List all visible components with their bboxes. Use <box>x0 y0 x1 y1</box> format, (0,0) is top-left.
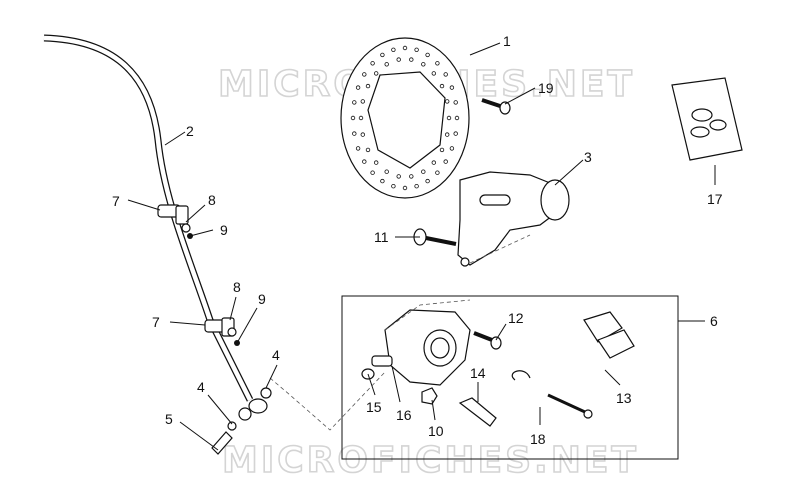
caliper-nut <box>421 387 438 405</box>
disc-hole <box>380 178 385 184</box>
brake-disc <box>340 37 470 199</box>
assembly-guide-lines <box>269 234 531 431</box>
callout-8-lower: 8 <box>233 279 241 295</box>
callout-1: 1 <box>503 33 511 49</box>
disc-hole <box>421 169 426 174</box>
disc-hole <box>402 185 408 191</box>
callout-6: 6 <box>710 313 718 329</box>
disc-hole <box>360 99 365 104</box>
disc-hole <box>355 85 361 90</box>
callout-8-upper: 8 <box>208 192 216 208</box>
disc-hole <box>435 61 440 66</box>
callout-15: 15 <box>366 399 382 415</box>
disc-hole <box>453 131 458 136</box>
banjo-fitting <box>211 387 272 455</box>
disc-hole <box>445 132 450 137</box>
disc-hole <box>449 85 455 90</box>
disc-hole <box>362 72 367 77</box>
disc-hole <box>362 159 367 164</box>
disc-hole <box>446 115 452 121</box>
callout-10: 10 <box>428 423 444 439</box>
callout-9-lower: 9 <box>258 291 266 307</box>
callout-7-upper: 7 <box>112 193 120 209</box>
disc-hole <box>370 170 375 175</box>
gasket-kit-bag <box>671 77 743 161</box>
disc-hole <box>396 57 401 62</box>
disc-hole <box>421 62 426 67</box>
disc-hole <box>414 47 419 52</box>
callout-11: 11 <box>374 229 389 245</box>
disc-hole <box>355 146 361 151</box>
callout-19: 19 <box>538 80 554 96</box>
bracket-bolt <box>413 228 457 246</box>
disc-hole <box>380 52 385 58</box>
disc-hole <box>425 178 430 184</box>
callout-9-upper: 9 <box>220 222 228 238</box>
disc-hole <box>365 83 371 89</box>
leader-lines <box>127 42 716 451</box>
callout-7-lower: 7 <box>152 314 160 330</box>
disc-hole <box>358 115 364 121</box>
disc-hole <box>384 169 389 174</box>
caliper-group-box <box>341 295 679 460</box>
callout-5: 5 <box>165 411 173 427</box>
disc-hole <box>409 174 414 179</box>
disc-hole <box>352 131 357 136</box>
disc-hole <box>384 62 389 67</box>
disc-hole <box>439 83 445 89</box>
brake-pad <box>458 397 497 427</box>
disc-hole <box>365 147 371 153</box>
caliper-bracket <box>457 171 570 267</box>
disc-hole <box>435 170 440 175</box>
disc-hole <box>414 183 419 189</box>
disc-hole <box>396 174 401 179</box>
callout-14: 14 <box>470 365 486 381</box>
disc-hole <box>391 47 396 52</box>
disc-hole <box>449 146 455 151</box>
callout-2: 2 <box>186 123 194 139</box>
brake-hose <box>43 34 254 402</box>
disc-hole <box>370 61 375 66</box>
disc-hole <box>445 99 450 104</box>
callout-16: 16 <box>396 407 412 423</box>
callout-12: 12 <box>508 310 524 326</box>
brake-caliper <box>361 309 471 386</box>
disc-hole <box>443 159 448 164</box>
disc-hole <box>431 160 436 165</box>
hose-clamp-upper <box>157 204 193 239</box>
disc-bolt <box>481 98 511 115</box>
callout-18: 18 <box>530 431 546 447</box>
caliper-bolt <box>473 331 502 350</box>
callout-3: 3 <box>584 149 592 165</box>
disc-hole <box>439 147 445 153</box>
disc-hole <box>374 71 379 76</box>
brake-pad-set <box>583 311 635 359</box>
disc-hole <box>402 45 408 51</box>
disc-hole <box>431 71 436 76</box>
callout-4-lower: 4 <box>197 379 205 395</box>
disc-hole <box>391 183 396 189</box>
callout-17: 17 <box>707 191 723 207</box>
disc-hole <box>454 115 460 121</box>
watermark-bottom: MICROFICHES.NET <box>222 440 639 481</box>
disc-hole <box>374 160 379 165</box>
disc-hole <box>352 100 357 105</box>
disc-hole <box>443 72 448 77</box>
disc-hole <box>453 100 458 105</box>
callout-13: 13 <box>616 390 632 406</box>
pad-pin-kit <box>511 370 593 419</box>
disc-hole <box>425 52 430 58</box>
disc-hole <box>360 132 365 137</box>
disc-hole <box>350 115 356 121</box>
disc-hole <box>409 57 414 62</box>
callout-4-upper: 4 <box>272 347 280 363</box>
